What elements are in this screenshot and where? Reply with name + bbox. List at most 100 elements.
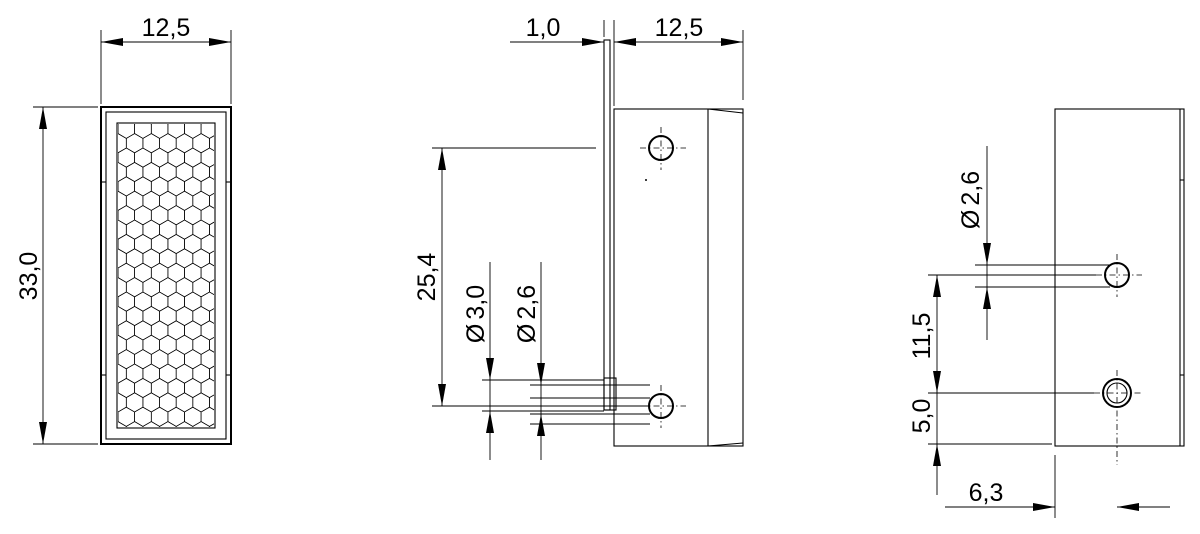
honeycomb-cell [118,262,135,283]
reflector-window [116,122,216,429]
honeycomb-cell [150,233,169,255]
arrowhead [537,363,545,385]
dim-side-width: 12,5 [655,14,704,42]
honeycomb-cell [125,421,144,427]
honeycomb-cell [118,124,135,139]
arrowhead [1117,503,1139,511]
arrowhead [933,275,941,297]
mounting-plate-thin [603,39,611,411]
honeycomb-cell [209,308,214,324]
honeycomb-cell [125,190,144,211]
honeycomb-cell [167,320,185,341]
honeycomb-cell [134,349,152,370]
honeycomb-cell [125,277,144,298]
honeycomb-cell [192,133,210,154]
honeycomb-cell [125,363,144,384]
svg-text:Ø2,6: Ø2,6 [513,285,541,343]
honeycomb-cell [192,248,210,269]
marking-dot [645,179,647,181]
honeycomb-cell [125,161,144,183]
honeycomb-cell [192,219,210,240]
honeycomb-cell [134,147,152,168]
honeycomb-cell [167,291,185,312]
honeycomb-cell [118,147,135,168]
honeycomb-cell [134,377,152,399]
honeycomb-cell [142,277,160,298]
front-view: 12,5 33,0 [15,14,232,445]
honeycomb-cell [184,233,202,255]
honeycomb-cell [134,320,152,341]
honeycomb-cell [118,363,127,384]
honeycomb-cell [118,377,135,399]
honeycomb-cell [118,124,119,135]
honeycomb-cell [125,334,144,355]
honeycomb-cell [142,133,160,154]
honeycomb-cell [118,133,127,154]
mounting-plate-foot [603,377,617,411]
honeycomb-cell [118,325,119,336]
honeycomb-cell [150,349,169,370]
honeycomb-cell [118,267,119,279]
honeycomb-cell [134,124,152,139]
honeycomb-cell [209,394,214,411]
honeycomb-cell [184,406,202,427]
honeycomb-cell [184,291,202,312]
honeycomb-cell [118,411,119,423]
honeycomb-cell [159,277,177,298]
honeycomb-cell [150,320,169,341]
honeycomb-cell [167,233,185,255]
honeycomb-cell [209,221,214,238]
honeycomb-cell [192,161,210,183]
arrowhead [209,38,231,46]
honeycomb-cell [134,176,152,197]
dim-rear-dia: Ø2,6 [957,171,985,229]
honeycomb-cell [175,392,194,413]
honeycomb-cell [209,192,214,209]
honeycomb-cell [134,233,152,255]
arrowhead [983,243,991,265]
arrowhead [486,358,494,380]
side-body-chamfer-top [707,108,744,114]
honeycomb-cell [142,219,160,240]
side-body-outline [613,108,744,447]
honeycomb-cell [175,334,194,355]
arrowhead [983,287,991,309]
honeycomb-cell [150,377,169,399]
arrowhead [486,411,494,433]
dim-rear-bottom-offset: 5,0 [908,399,936,434]
honeycomb-cell [118,349,135,370]
honeycomb-cell [150,124,169,139]
honeycomb-cell [167,377,185,399]
honeycomb-cell [167,205,185,226]
honeycomb-cell [118,406,135,427]
front-body-outline [100,106,232,445]
side-body-chamfer-bottom [707,442,744,447]
honeycomb-cell [159,161,177,183]
honeycomb-cell [192,392,210,413]
honeycomb-cell [175,363,194,384]
honeycomb-cell [118,277,127,298]
honeycomb-cell [118,421,127,427]
dim-side-dia-outer: Ø3,0 [462,285,490,343]
arrowhead [1033,503,1055,511]
honeycomb-cell [118,233,135,255]
honeycomb-cell [175,277,194,298]
honeycomb-cell [175,190,194,211]
arrowhead [933,371,941,393]
honeycomb-cell [142,248,160,269]
honeycomb-cell [150,205,169,226]
honeycomb-cell [142,305,160,327]
honeycomb-cell [192,421,210,427]
honeycomb-cell [134,205,152,226]
honeycomb-cell [142,190,160,211]
honeycomb-cell [167,349,185,370]
honeycomb-cell [167,176,185,197]
rear-view: Ø2,6 11,5 5,0 6,3 [908,108,1185,518]
honeycomb-cell [175,161,194,183]
dim-side-dia-inner: Ø2,6 [513,285,541,343]
arrowhead [582,38,604,46]
honeycomb-cell [150,406,169,427]
arrowhead [438,384,446,406]
honeycomb-cell [118,353,119,365]
honeycomb-cell [209,423,214,427]
